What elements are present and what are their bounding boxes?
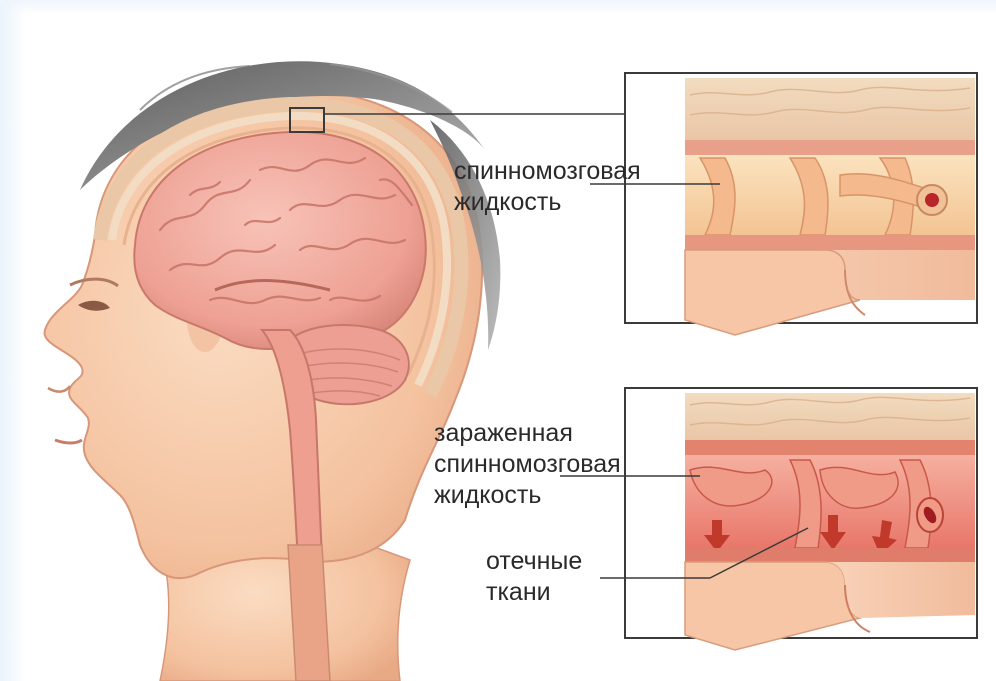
infected-csf-label-line2: спинномозговая — [434, 449, 621, 480]
infected-csf-label-line3: жидкость — [434, 480, 621, 511]
edema-label: отечные ткани — [486, 546, 582, 608]
csf-label-line1: спинномозговая — [454, 156, 641, 187]
infected-csf-label: зараженная спинномозговая жидкость — [434, 418, 621, 511]
nostril — [48, 386, 70, 392]
edema-label-line2: ткани — [486, 577, 582, 608]
infected-csf-label-line1: зараженная — [434, 418, 621, 449]
spinal-canal — [288, 545, 330, 681]
edema-label-line1: отечные — [486, 546, 582, 577]
csf-label-line2: жидкость — [454, 187, 641, 218]
inflamed-meninges-panel — [625, 388, 977, 650]
csf-label: спинномозговая жидкость — [454, 156, 641, 218]
normal-meninges-panel — [625, 73, 977, 335]
mouth — [55, 440, 82, 443]
